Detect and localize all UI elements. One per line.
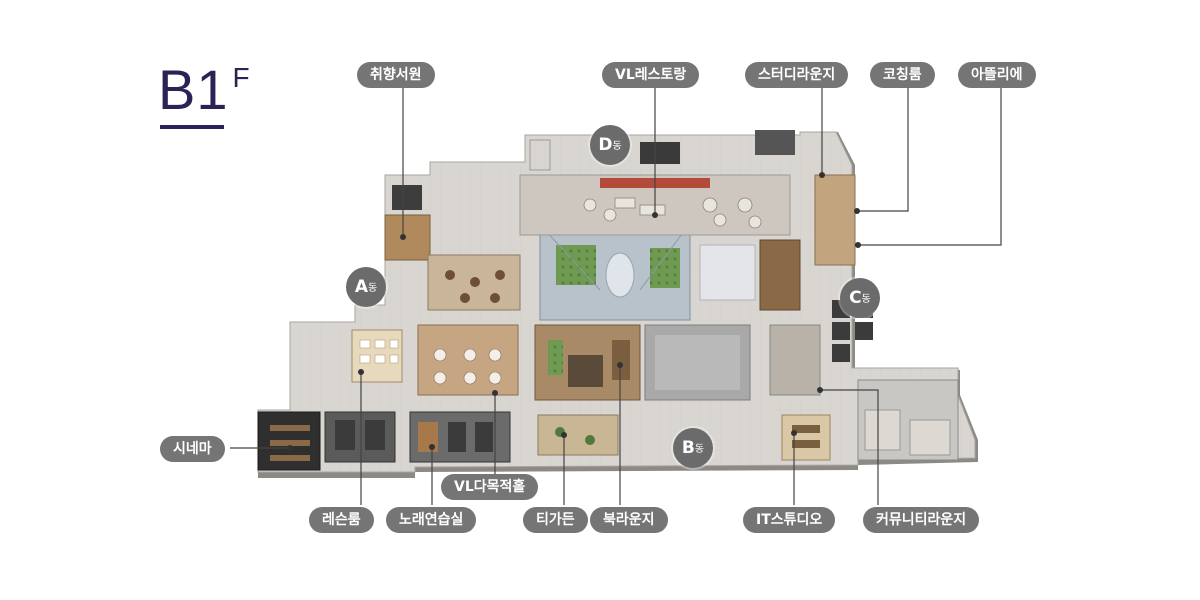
building-b-suffix: 동 [694, 444, 705, 455]
building-d-suffix: 동 [612, 141, 622, 152]
label-karaoke-room[interactable]: 노래연습실 [386, 507, 477, 533]
label-tea-garden[interactable]: 티가든 [523, 507, 588, 533]
label-community-lounge[interactable]: 커뮤니티라운지 [863, 507, 980, 533]
community-lounge-area [857, 379, 959, 461]
label-lesson-room[interactable]: 레슨룸 [309, 507, 374, 533]
building-c-badge[interactable]: C동 [840, 278, 880, 318]
leader-lines [230, 86, 1002, 505]
label-it-studio[interactable]: IT스튜디오 [743, 507, 836, 533]
vl-hall-area [417, 324, 519, 396]
building-d-letter: D [598, 135, 613, 155]
floor-name: B1 [158, 58, 229, 121]
it-studio-area [781, 414, 831, 461]
label-vl-restaurant[interactable]: VL레스토랑 [602, 62, 700, 88]
lesson-room-area [324, 411, 396, 463]
building-c-letter: C [849, 288, 862, 308]
building-b-letter: B [681, 438, 695, 458]
atrium [539, 224, 691, 321]
a-building-area [351, 185, 521, 383]
karaoke-area [409, 411, 511, 463]
floor-title-underline [160, 125, 224, 129]
label-cinema[interactable]: 시네마 [160, 436, 225, 462]
building-c-suffix: 동 [861, 294, 871, 305]
building-a-letter: A [354, 277, 368, 297]
label-atelier[interactable]: 아뜰리에 [958, 62, 1036, 88]
label-vl-multipurpose-hall[interactable]: VL다목적홀 [441, 474, 539, 500]
c-building-area [699, 174, 873, 396]
label-study-lounge[interactable]: 스터디라운지 [745, 62, 849, 88]
label-book-lounge[interactable]: 북라운지 [590, 507, 668, 533]
leader-dots [287, 172, 861, 451]
building-a-badge[interactable]: A동 [346, 267, 386, 307]
building-a-suffix: 동 [367, 283, 378, 294]
book-lounge-area [534, 324, 641, 456]
building-b-badge[interactable]: B동 [673, 428, 713, 468]
cinema-area [257, 411, 321, 471]
floor-suffix: F [232, 62, 250, 93]
building-d-badge[interactable]: D동 [590, 125, 630, 165]
b-building-hall [644, 324, 751, 401]
label-chwihyang-library[interactable]: 취향서원 [357, 62, 435, 88]
label-coaching-room[interactable]: 코칭룸 [870, 62, 935, 88]
